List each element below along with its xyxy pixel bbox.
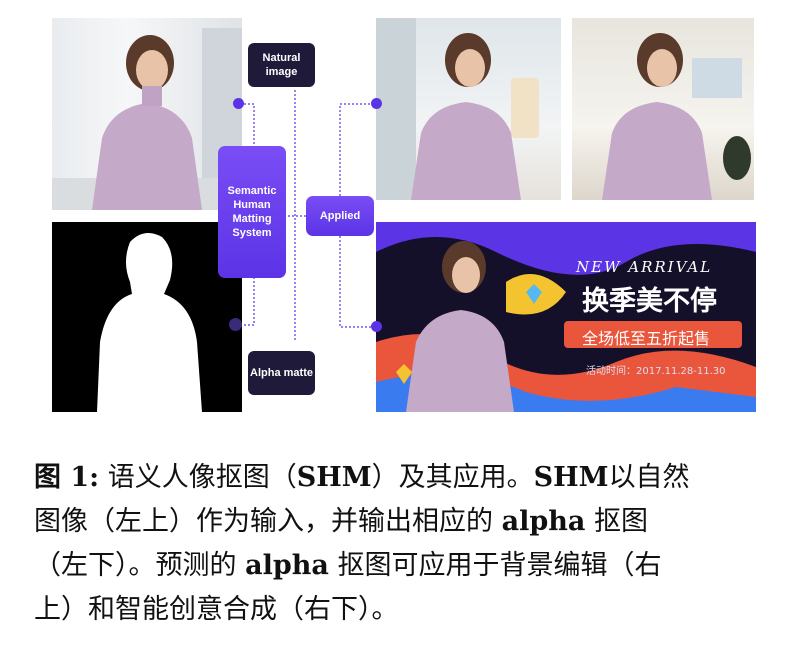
creative-banner: NEW ARRIVAL 换季美不停 全场低至五折起售 活动时间：2017.11.… bbox=[376, 222, 756, 412]
connector-dot-natural bbox=[233, 98, 244, 109]
person-illustration bbox=[52, 28, 242, 210]
caption-line-3: （左下）。预测的 alpha 抠图可应用于背景编辑（右 bbox=[34, 550, 662, 581]
applied-label: Applied bbox=[306, 196, 374, 236]
figure: NEW ARRIVAL 换季美不停 全场低至五折起售 活动时间：2017.11.… bbox=[52, 18, 756, 412]
caption-line-1: 图 1: 语义人像抠图（SHM）及其应用。SHM以自然 bbox=[34, 462, 690, 493]
person-illustration-2 bbox=[376, 18, 539, 200]
caption-line-4: 上）和智能创意合成（右下）。 bbox=[34, 594, 399, 625]
banner-shapes bbox=[376, 222, 756, 412]
figure-label: 图 1: bbox=[34, 462, 100, 493]
banner-headline: 换季美不停 bbox=[582, 286, 717, 317]
shm-system-box: Semantic Human Matting System bbox=[218, 146, 286, 278]
bg-edit-photo-1 bbox=[376, 18, 561, 200]
banner-promo: 全场低至五折起售 bbox=[582, 329, 711, 348]
alpha-matte-label: Alpha matte bbox=[248, 351, 315, 395]
figure-caption: 图 1: 语义人像抠图（SHM）及其应用。SHM以自然 图像（左上）作为输入，并… bbox=[34, 456, 764, 632]
connector-dot-top-right bbox=[371, 98, 382, 109]
connector-dot-bottom-right bbox=[371, 321, 382, 332]
alpha-matte-photo bbox=[52, 222, 242, 412]
new-arrival-text: NEW ARRIVAL bbox=[576, 258, 713, 276]
natural-image-label: Natural image bbox=[248, 43, 315, 87]
banner-date: 活动时间：2017.11.28-11.30 bbox=[586, 366, 726, 377]
bg-edit-photo-2 bbox=[572, 18, 754, 200]
matte-silhouette bbox=[97, 233, 202, 412]
natural-photo bbox=[52, 18, 242, 210]
connector-dot-matte bbox=[229, 318, 242, 331]
person-illustration-3 bbox=[602, 33, 751, 200]
connector-lines bbox=[240, 90, 376, 340]
caption-line-2: 图像（左上）作为输入，并输出相应的 alpha 抠图 bbox=[34, 506, 648, 537]
